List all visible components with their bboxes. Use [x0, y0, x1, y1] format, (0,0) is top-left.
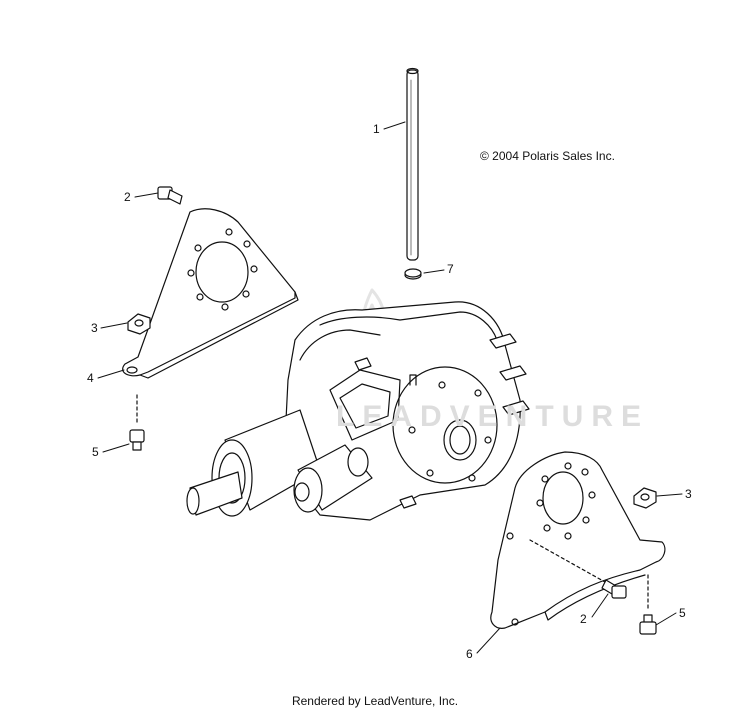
callout-5-left: 5: [92, 445, 99, 459]
copyright-notice: © 2004 Polaris Sales Inc.: [480, 149, 615, 163]
nut-right: [633, 487, 657, 509]
callout-2-lower: 2: [580, 612, 587, 626]
nut-left: [127, 313, 151, 335]
watermark-text: LEADVENTURE: [336, 400, 650, 433]
right-mount-bracket: [490, 451, 666, 629]
callout-1: 1: [373, 122, 380, 136]
callout-4: 4: [87, 371, 94, 385]
callout-2-upper: 2: [124, 190, 131, 204]
actuator-motor: [293, 444, 373, 513]
screw-lower-left: [129, 429, 145, 451]
bolt-upper-left: [157, 186, 183, 205]
leader-dashed-right: [529, 539, 606, 583]
leader-lines: [97, 121, 683, 654]
output-shaft: [186, 409, 321, 517]
callout-7: 7: [447, 262, 454, 276]
callout-6: 6: [466, 647, 473, 661]
housing-bolts: [354, 333, 530, 509]
footer-credit: Rendered by LeadVenture, Inc.: [291, 694, 459, 708]
screw-lower-right: [639, 614, 657, 635]
callout-3-right: 3: [685, 487, 692, 501]
callout-3-left: 3: [91, 321, 98, 335]
callout-5-right: 5: [679, 606, 686, 620]
vent-tube: [406, 67, 419, 261]
bolt-lower-right: [601, 579, 627, 599]
tube-clamp: [404, 268, 422, 280]
left-mount-bracket: [122, 208, 299, 379]
